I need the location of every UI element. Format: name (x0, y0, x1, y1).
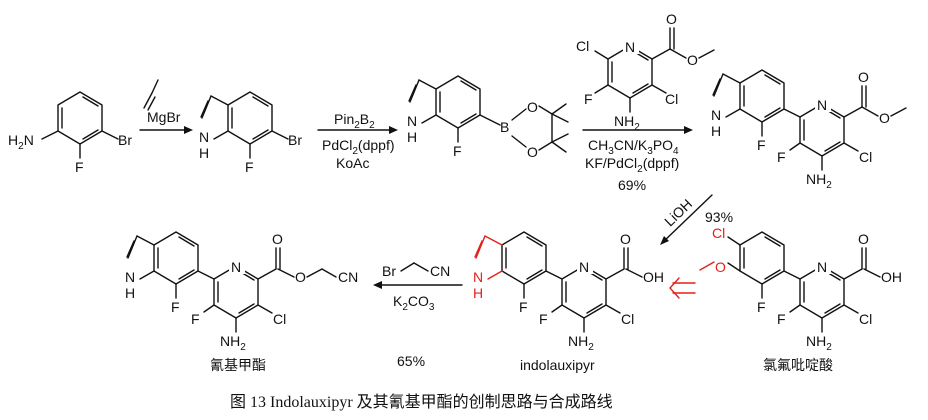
chloro-label: Cl (273, 311, 286, 327)
fluoro-label: F (777, 311, 786, 327)
compound-indole-boronate: N H F B O O (407, 75, 569, 160)
fluoro-label: F (191, 311, 200, 327)
compound-bromofluoroaniline: H2N F Br (8, 91, 132, 175)
florpyrauxifen-name: 氯氟吡啶酸 (763, 358, 833, 374)
compound-bromofluoroindole: N H F Br (199, 91, 302, 175)
fluoro-label: F (75, 159, 84, 175)
chloro-label: Cl (859, 311, 872, 327)
indole-n-label: N (407, 113, 417, 129)
compound-indolyl-picolinate-ester: N H F N F NH2 Cl O O (711, 69, 907, 191)
fluoro-label: F (584, 91, 593, 107)
arrow-step2: Pin2B2 PdCl2(dppf) KoAc (317, 111, 398, 171)
ester-o-label: O (879, 110, 890, 126)
chloro-label: Cl (665, 91, 678, 107)
indole-n-label: N (473, 269, 483, 285)
fluoro-label: F (539, 311, 548, 327)
compound-dichloropyridine-ester: N Cl F NH2 Cl O O (576, 11, 715, 133)
yield-step3: 69% (618, 177, 646, 193)
amino-label: NH2 (806, 333, 832, 353)
reagent-k2co3: K2CO3 (393, 293, 435, 313)
pyridine-n-label: N (579, 259, 589, 275)
nitrile-label: CN (430, 263, 450, 279)
reagent-koac: KoAc (336, 155, 369, 171)
figure-caption: 图 13 Indolauxipyr 及其氰基甲酯的创制思路与合成路线 (230, 393, 613, 411)
ester-o-label: O (687, 52, 698, 68)
amino-label: NH2 (614, 113, 640, 133)
arrow-step3: CH3CN/K3PO4 KF/PdCl2(dppf) 69% (582, 126, 693, 193)
bromo-label: Br (288, 132, 302, 148)
indole-n-label: N (125, 269, 135, 285)
pyridine-n-label: N (817, 259, 827, 275)
indole-h-label: H (711, 123, 721, 139)
chloro-label: Cl (859, 149, 872, 165)
oxygen-label: O (527, 144, 538, 160)
indole-n-label: N (199, 129, 209, 145)
oxygen-label: O (527, 99, 538, 115)
fluoro-label: F (757, 137, 766, 153)
indole-h-label: H (199, 145, 209, 161)
nitrile-label: CN (338, 269, 358, 285)
reagent-kf-pd: KF/PdCl2(dppf) (585, 155, 679, 175)
compound-cyanomethyl-ester: N H F N F NH2 Cl O O CN 氰基甲酯 (125, 231, 358, 374)
boron-label: B (500, 119, 509, 135)
indole-h-label: H (125, 285, 135, 301)
indolauxipyr-name: indolauxipyr (520, 357, 595, 373)
methoxy-o-label: O (715, 259, 726, 275)
hydroxyl-label: OH (643, 269, 664, 285)
hydroxyl-label: OH (881, 269, 902, 285)
fluoro-label: F (171, 299, 180, 315)
design-arrow (669, 277, 696, 299)
yield-step4: 93% (705, 209, 733, 225)
chloro-label: Cl (712, 225, 725, 241)
carbonyl-o-label: O (620, 231, 631, 247)
carbonyl-o-label: O (666, 11, 677, 27)
pyridine-n-label: N (817, 97, 827, 113)
fluoro-label: F (777, 149, 786, 165)
indole-h-label: H (473, 285, 483, 301)
chloro-label: Cl (576, 38, 589, 54)
pyridine-n-label: N (625, 39, 635, 55)
indole-n-label: N (711, 107, 721, 123)
bromo-label: Br (382, 263, 396, 279)
ester-o-label: O (295, 269, 306, 285)
bromo-label: Br (118, 132, 132, 148)
reagent-pin2b2: Pin2B2 (334, 111, 375, 131)
cyanomethyl-ester-name: 氰基甲酯 (210, 357, 266, 374)
reagent-pdcl2-dppf: PdCl2(dppf) (322, 137, 395, 157)
vinylmagnesium-label: MgBr (147, 109, 181, 125)
amino-label: NH2 (806, 171, 832, 191)
fluoro-label: F (453, 143, 462, 159)
fluoro-label: F (245, 159, 254, 175)
amino-label: NH2 (220, 333, 246, 353)
pyridine-n-label: N (231, 259, 241, 275)
compound-florpyrauxifen: Cl O F N F NH2 Cl O OH 氯氟吡啶酸 (699, 225, 902, 374)
fluoro-label: F (519, 299, 528, 315)
reagent-solvent-base: CH3CN/K3PO4 (588, 137, 679, 157)
reagent-lioh: LiOH (661, 196, 695, 230)
amine-label: H2N (8, 132, 34, 152)
carbonyl-o-label: O (858, 69, 869, 85)
fluoro-label: F (757, 299, 766, 315)
carbonyl-o-label: O (272, 231, 283, 247)
compound-indolauxipyr: N H F N F NH2 Cl O OH indolauxipyr (473, 231, 664, 373)
amino-label: NH2 (568, 333, 594, 353)
carbonyl-o-label: O (858, 231, 869, 247)
arrow-step1: MgBr (139, 79, 193, 134)
yield-step5: 65% (397, 353, 425, 369)
arrow-step5: Br CN K2CO3 65% (373, 262, 463, 369)
chloro-label: Cl (621, 311, 634, 327)
indole-h-label: H (407, 129, 417, 145)
